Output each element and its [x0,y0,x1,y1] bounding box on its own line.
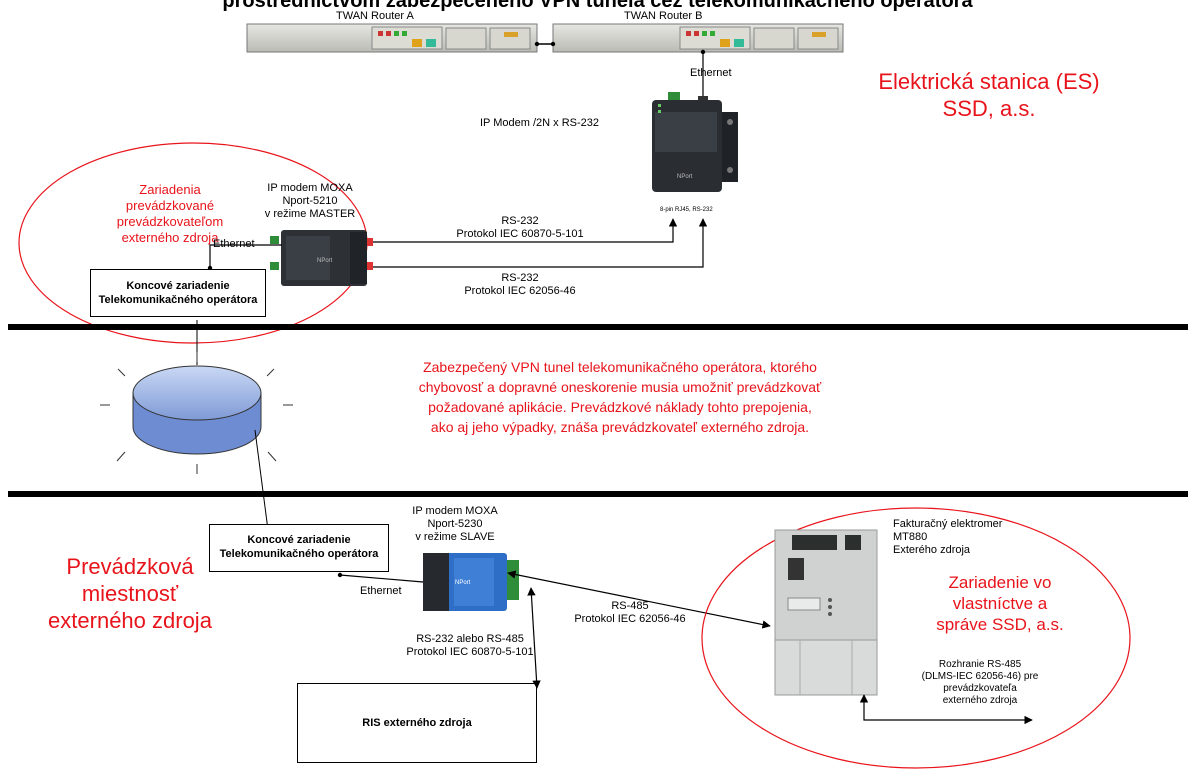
room-line3: externého zdroja [48,608,212,633]
operator-area-line1: Zariadenia [139,182,201,197]
moxa-master-line1: IP modem MOXA [267,182,353,194]
moxa-slave-line2: Nport-5230 [427,518,483,530]
ownership-line3: správe SSD, a.s. [936,615,1064,634]
moxa-master-line3: v režime MASTER [264,208,356,220]
rs232-link-1-line1: RS-232 [501,215,539,227]
moxa-master-line2: Nport-5210 [282,195,338,207]
moxa-master-label: IP modem MOXA Nport-5210 v režime MASTER [250,182,370,221]
rs232-link-1-label: RS-232 Protokol IEC 60870-5-101 [440,215,600,241]
ris-label: RIS externého zdroja [362,717,472,729]
interface-line2: (DLMS-IEC 62056-46) pre [921,671,1039,682]
terminal-bottom-line1: Koncové zariadenie [247,534,351,546]
router-a-label: TWAN Router A [336,10,414,22]
room-line2: miestnosť [81,581,179,606]
station-title: Elektrická stanica (ES) SSD, a.s. [864,68,1114,122]
terminal-bottom: Koncové zariadenie Telekomunikačného ope… [209,524,389,572]
nport-5230-device: NPort [423,553,519,611]
meter-line3: Exterého zdroja [893,544,971,556]
serial-link-label: RS-232 alebo RS-485 Protokol IEC 60870-5… [400,633,540,659]
rs485-link-line1: RS-485 [611,600,649,612]
rs485-link-label: RS-485 Protokol IEC 62056-46 [560,600,700,626]
ethernet-label-master: Ethernet [213,238,255,250]
ownership-area-ellipse [701,507,1131,769]
vpn-line2: chybovosť a dopravné oneskorenie musia u… [418,379,822,395]
ethernet-label-slave: Ethernet [360,585,402,597]
svg-text:NPort: NPort [455,580,471,586]
ownership-line1: Zariadenie vo [948,573,1052,592]
router-a [246,23,538,53]
ethernet-line-slave [339,574,424,583]
svg-text:NPort: NPort [677,174,693,180]
ris-box: RIS externého zdroja [297,683,537,763]
rs232-link-2 [373,218,708,268]
operator-area-label: Zariadenia prevádzkované prevádzkovateľo… [105,182,235,246]
vpn-description: Zabezpečený VPN tunel telekomunikačného … [345,357,895,437]
nport-5210-device: NPort [270,230,373,286]
operator-area-line3: prevádzkovateľom [116,214,224,229]
interface-line4: externého zdroja [942,695,1018,706]
moxa-slave-line1: IP modem MOXA [412,505,498,517]
terminal-top-line2: Telekomunikačného operátora [98,294,258,306]
meter-label: Fakturačný elektromer MT880 Exterého zdr… [893,518,1002,557]
router-b [552,23,844,53]
rs232-link-1 [373,218,678,243]
meter-mt880 [774,529,878,696]
rs485-interface-arrow [859,694,1033,725]
port-label: 8-pin RJ45, RS-232 [660,207,713,213]
station-title-line2: SSD, a.s. [942,96,1036,121]
rs485-link-meter [507,570,771,629]
diagram-title: prostredníctvom zabezpečeného VPN tunela… [222,0,973,12]
operator-area-line4: externého zdroja [121,230,219,245]
terminal-top-line1: Koncové zariadenie [126,280,230,292]
svg-text:NPort: NPort [317,258,333,264]
vpn-line4: ako aj jeho výpadky, znáša prevádzkovate… [430,419,810,435]
meter-line1: Fakturačný elektromer [893,518,1003,530]
station-title-line1: Elektrická stanica (ES) [878,69,1100,94]
room-line1: Prevádzková [66,554,194,579]
interface-line3: prevádzkovateľa [943,683,1017,694]
modem-label: IP Modem /2N x RS-232 [480,117,600,129]
vpn-line1: Zabezpečený VPN tunel telekomunikačného … [423,359,817,375]
moxa-slave-line3: v režime SLAVE [415,531,495,543]
nport-top-device: NPort [652,92,738,192]
rs232-link-2-line2: Protokol IEC 62056-46 [464,285,576,297]
terminal-top: Koncové zariadenie Telekomunikačného ope… [90,269,266,317]
serial-link-line2: Protokol IEC 60870-5-101 [406,646,534,658]
moxa-slave-label: IP modem MOXA Nport-5230 v režime SLAVE [400,505,510,544]
rs232-link-2-line1: RS-232 [501,272,539,284]
ownership-label: Zariadenie vo vlastníctve a správe SSD, … [900,572,1100,635]
serial-link-line1: RS-232 alebo RS-485 [416,633,524,645]
rs232-link-2-label: RS-232 Protokol IEC 62056-46 [440,272,600,298]
interface-label: Rozhranie RS-485 (DLMS-IEC 62056-46) pre… [905,659,1055,707]
operator-area-line2: prevádzkované [125,198,215,213]
terminal-bottom-line2: Telekomunikačného operátora [219,548,379,560]
rs232-link-1-line2: Protokol IEC 60870-5-101 [456,228,584,240]
room-label: Prevádzková miestnosť externého zdroja [20,553,240,634]
vpn-line3: požadované aplikácie. Prevádzkové náklad… [428,399,812,415]
meter-line2: MT880 [893,531,928,543]
ethernet-label-top: Ethernet [690,67,732,79]
ethernet-line-master [209,244,282,270]
rs485-link-line2: Protokol IEC 62056-46 [574,613,686,625]
interface-line1: Rozhranie RS-485 [938,659,1022,670]
ownership-line2: vlastníctve a [952,594,1048,613]
router-b-label: TWAN Router B [624,10,703,22]
vpn-cloud [100,352,293,474]
